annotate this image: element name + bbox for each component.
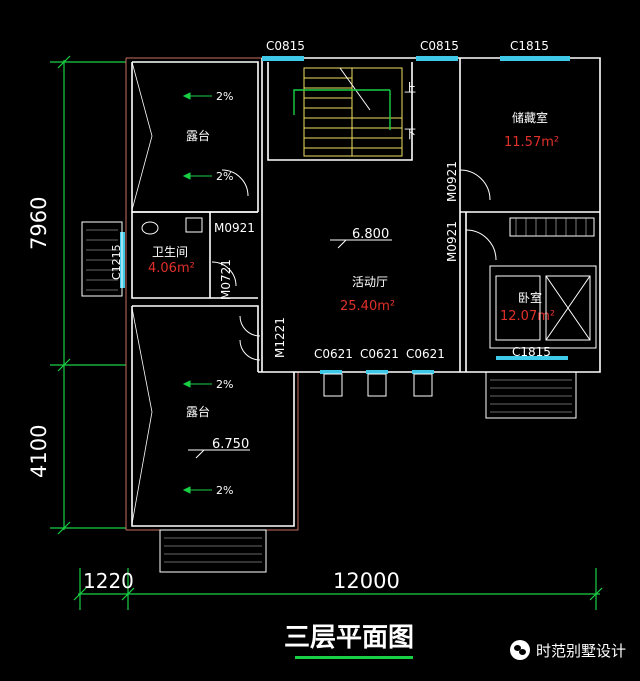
room-activity-hall: 活动厅 — [352, 275, 388, 289]
room-bedroom: 卧室 — [518, 290, 542, 305]
window-marks — [120, 56, 570, 374]
stair-up-label: 上 — [404, 81, 416, 95]
elevation-terrace-bottom: 6.750 — [212, 437, 249, 452]
plan-title-underline — [295, 656, 413, 659]
window-top-3 — [500, 56, 570, 61]
terrace-drain-lines — [131, 61, 153, 525]
label-door-1: M0921 — [445, 161, 459, 202]
area-activity-hall: 25.40m² — [340, 299, 395, 314]
slope-top-2: 2% — [216, 170, 233, 183]
dim-bottom-left: 1220 — [83, 569, 134, 593]
area-storage: 11.57m² — [504, 135, 559, 150]
slope-top-1: 2% — [216, 90, 233, 103]
staircase — [303, 67, 403, 157]
area-bathroom: 4.06m² — [148, 261, 195, 276]
plan-title: 三层平面图 — [283, 623, 414, 653]
slope-bottom-1: 2% — [216, 378, 233, 391]
bay-boxes — [81, 217, 595, 573]
stair-arrows — [293, 89, 391, 130]
stair-down-label: 下 — [404, 127, 416, 141]
bed-furniture — [489, 265, 597, 349]
room-bathroom: 卫生间 — [152, 245, 188, 259]
label-window-left-1: C1215 — [110, 244, 123, 280]
elevation-marks — [188, 239, 392, 459]
area-bedroom: 12.07m² — [500, 309, 555, 324]
dim-left-top: 7960 — [27, 197, 51, 250]
label-window-top-3: C1815 — [510, 39, 549, 53]
elevation-hall: 6.800 — [352, 227, 389, 242]
terrace-boundary — [125, 57, 299, 531]
window-bottom-1 — [320, 370, 342, 374]
dim-left-bottom: 4100 — [27, 425, 51, 478]
door-swings — [211, 169, 497, 361]
wechat-icon — [510, 640, 530, 660]
window-top-2 — [416, 56, 458, 61]
label-window-bottom-4: C1815 — [512, 345, 551, 359]
slope-bottom-2: 2% — [216, 484, 233, 497]
label-door-5: M1221 — [273, 317, 287, 358]
dim-bottom-main: 12000 — [333, 569, 400, 593]
label-door-2: M0921 — [445, 221, 459, 262]
room-storage: 储藏室 — [512, 110, 548, 125]
window-top-1 — [262, 56, 304, 61]
label-window-top-2: C0815 — [420, 39, 459, 53]
room-terrace-top: 露台 — [186, 128, 210, 143]
watermark: 时范别墅设计 — [510, 638, 626, 662]
label-door-4: M0721 — [219, 259, 233, 300]
window-bottom-4 — [496, 356, 568, 360]
slope-arrows — [182, 92, 212, 494]
toilet-fixture — [141, 217, 203, 235]
label-door-3: M0921 — [214, 221, 255, 235]
bay-hatch — [86, 218, 587, 563]
watermark-text: 时范别墅设计 — [536, 641, 627, 660]
room-terrace-bottom: 露台 — [186, 404, 210, 419]
label-window-bottom-3: C0621 — [406, 347, 445, 361]
window-bottom-2 — [366, 370, 388, 374]
window-bottom-3 — [412, 370, 434, 374]
label-window-bottom-2: C0621 — [360, 347, 399, 361]
label-window-bottom-1: C0621 — [314, 347, 353, 361]
dimension-lines — [50, 55, 603, 610]
label-window-top-1: C0815 — [266, 39, 305, 53]
